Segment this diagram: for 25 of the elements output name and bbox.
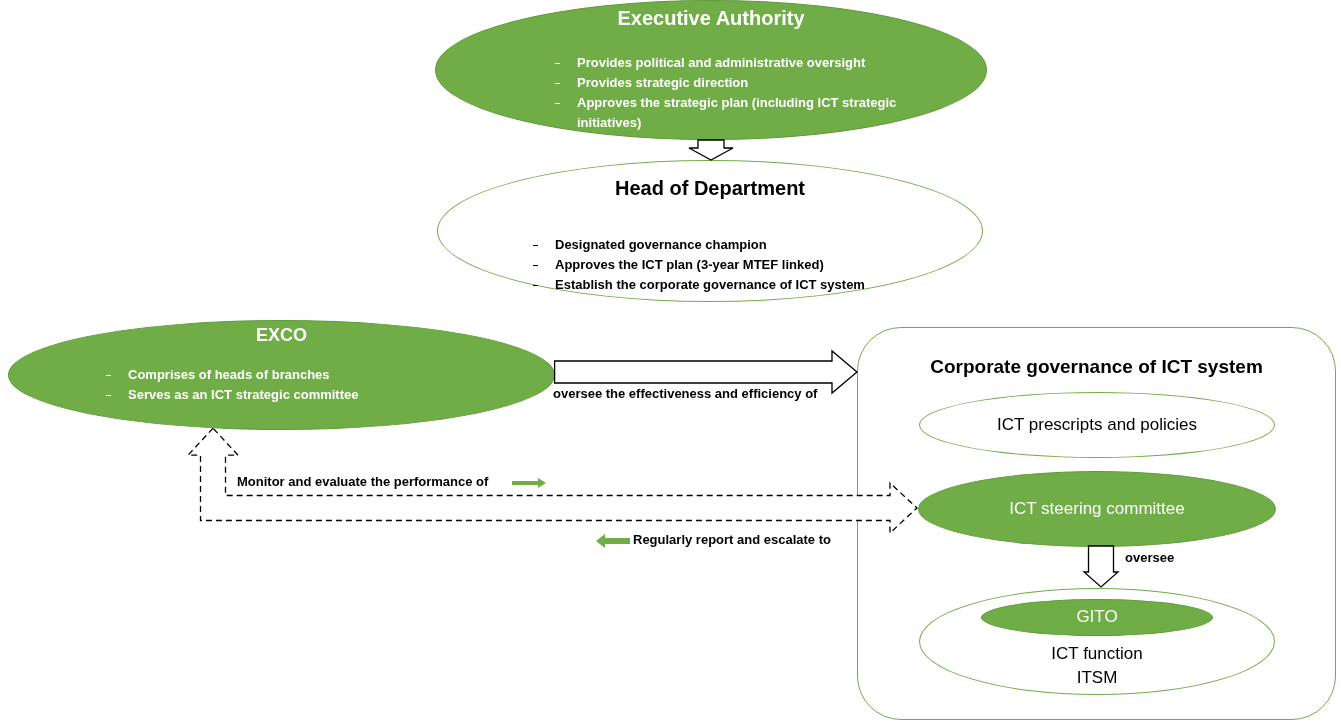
- bullet-text: Provides political and administrative oversight: [577, 55, 866, 70]
- bullet-text: Establish the corporate governance of ICT system: [555, 277, 865, 292]
- bullet-text: Comprises of heads of branches: [128, 367, 330, 382]
- note-text: Regularly report and escalate to: [632, 532, 832, 547]
- bullet-text: Approves the ICT plan (3-year MTEF linked): [555, 257, 824, 272]
- node-text: ICT function: [1050, 643, 1144, 665]
- rounded-container: [857, 327, 1336, 720]
- block-arrow: [186, 427, 918, 535]
- bullet-text: Serves as an ICT strategic committee: [128, 387, 359, 402]
- block-arrow: [1082, 545, 1120, 588]
- node-title: EXCO: [255, 325, 308, 346]
- node-text: ICT prescripts and policies: [996, 414, 1198, 436]
- node-text: GITO: [1075, 606, 1119, 628]
- node-text: ITSM: [1075, 667, 1119, 689]
- edge-label: oversee the effectiveness and efficiency of: [552, 386, 819, 401]
- node-title: Head of Department: [614, 177, 806, 200]
- node-text: ICT steering committee: [1008, 498, 1186, 520]
- node-title: Corporate governance of ICT system: [929, 356, 1264, 378]
- bullet-text: Approves the strategic plan (including ICT strategic initiatives): [577, 95, 897, 130]
- bullet-text: Provides strategic direction: [577, 75, 749, 90]
- bullet-text: Designated governance champion: [555, 237, 767, 252]
- edge-label: Monitor and evaluate the performance of: [236, 474, 490, 489]
- block-arrow: [553, 349, 858, 395]
- block-arrow: [688, 139, 734, 161]
- node-title: Executive Authority: [616, 7, 806, 30]
